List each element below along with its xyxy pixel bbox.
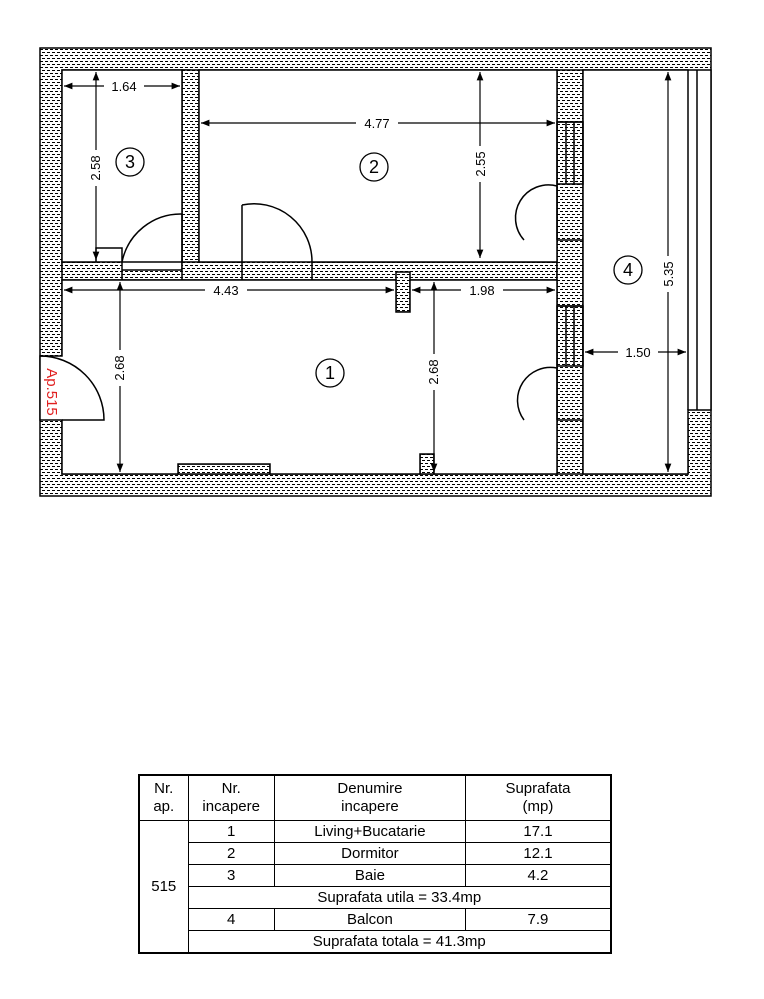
windows	[556, 70, 698, 410]
useful-area-row: Suprafata utila = 33.4mp	[139, 886, 612, 909]
table-row: 3 Baie 4.2	[139, 864, 612, 887]
room-nr: 1	[187, 820, 275, 843]
table-header-row: Nr. ap. Nr. incapere Denumire incapere S…	[138, 774, 612, 821]
total-area: Suprafata totala = 41.3mp	[187, 930, 612, 954]
header-room-number: Nr. incapere	[187, 774, 275, 821]
doors	[39, 184, 558, 421]
table-row: 2 Dormitor 12.1	[139, 842, 612, 865]
header-ap: Nr. ap.	[138, 774, 189, 821]
room-nr: 3	[187, 864, 275, 887]
dim-2-58: 2.58	[88, 155, 103, 180]
area-summary-table: Nr. ap. Nr. incapere Denumire incapere S…	[138, 774, 612, 954]
dim-2-55: 2.55	[473, 151, 488, 176]
room-nr: 4	[187, 908, 275, 931]
room-name: Dormitor	[273, 842, 466, 865]
room-number-3: 3	[125, 152, 135, 172]
room-number-4: 4	[623, 260, 633, 280]
header-room-name: Denumire incapere	[273, 774, 466, 821]
room-area: 12.1	[464, 842, 612, 865]
dim-1-64: 1.64	[111, 79, 136, 94]
room-number-1: 1	[325, 363, 335, 383]
room-name: Balcon	[273, 908, 466, 931]
total-area-row: Suprafata totala = 41.3mp	[139, 930, 612, 954]
dim-1-50: 1.50	[625, 345, 650, 360]
dim-2-68-right: 2.68	[426, 359, 441, 384]
room-area: 7.9	[464, 908, 612, 931]
dim-4-43: 4.43	[213, 283, 238, 298]
apartment-number: 515	[138, 820, 189, 954]
room-name: Living+Bucatarie	[273, 820, 466, 843]
dim-1-98: 1.98	[469, 283, 494, 298]
floor-plan: 1.64 2.58 4.77 2.55 4.43 1.98 2.68 2.68 …	[39, 47, 712, 497]
useful-area-total: Suprafata utila = 33.4mp	[187, 886, 612, 909]
table-row: 515 1 Living+Bucatarie 17.1	[138, 820, 612, 954]
dim-4-77: 4.77	[364, 116, 389, 131]
dim-2-68-left: 2.68	[112, 355, 127, 380]
room-number-2: 2	[369, 157, 379, 177]
table-row: 4 Balcon 7.9	[139, 908, 612, 931]
apartment-label: Ap.515	[43, 368, 60, 416]
room-name: Baie	[273, 864, 466, 887]
room-area: 17.1	[464, 820, 612, 843]
room-area: 4.2	[464, 864, 612, 887]
dim-5-35: 5.35	[661, 261, 676, 286]
room-markers: 3 2 1 4	[115, 147, 643, 388]
room-nr: 2	[187, 842, 275, 865]
dimension-labels: 1.64 2.58 4.77 2.55 4.43 1.98 2.68 2.68 …	[88, 79, 676, 390]
header-area: Suprafata (mp)	[464, 774, 612, 821]
